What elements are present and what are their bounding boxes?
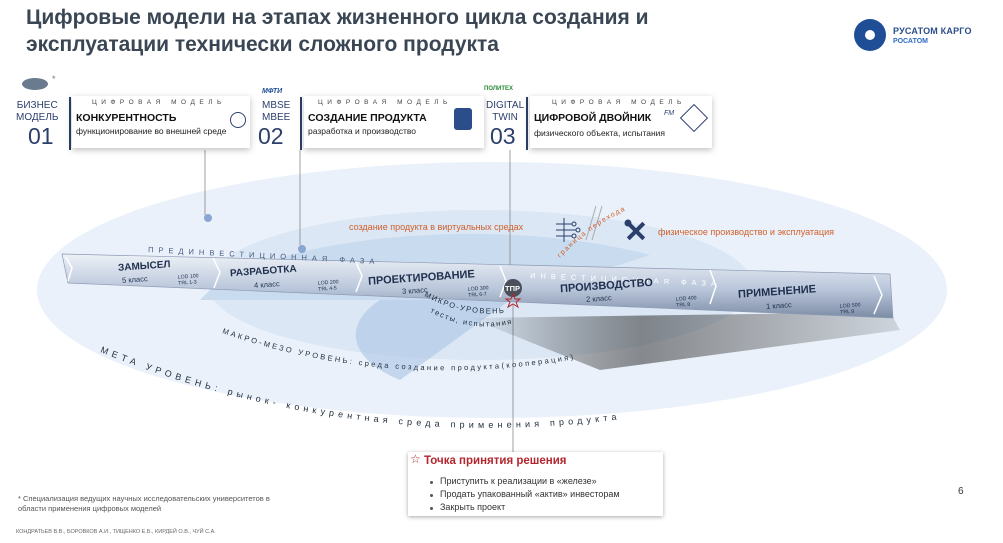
stage-cls-4: 2 класс bbox=[585, 293, 612, 304]
page-title: Цифровые модели на этапах жизненного цик… bbox=[26, 4, 806, 58]
model-03-card: ЦИФРОВАЯ МОДЕЛЬ ЦИФРОВОЙ ДВОЙНИК физичес… bbox=[530, 96, 712, 148]
stage-cls-5: 1 класс bbox=[765, 300, 792, 311]
chevron-sep-4 bbox=[709, 269, 717, 305]
model-02-caption: ЦИФРОВАЯ МОДЕЛЬ bbox=[318, 99, 452, 106]
stage-cls-1: 5 класс bbox=[121, 274, 148, 285]
globe-network-icon bbox=[230, 112, 246, 128]
model-02-number: 02 bbox=[258, 123, 284, 149]
bullet-2 bbox=[430, 494, 433, 497]
logo-sub: РОСАТОМ bbox=[893, 38, 928, 45]
model-02-tag-2: MBEE bbox=[262, 112, 291, 123]
chevron-end bbox=[873, 275, 883, 315]
chevron-sep-1 bbox=[212, 257, 221, 289]
model-03-caption: ЦИФРОВАЯ МОДЕЛЬ bbox=[552, 99, 686, 106]
bar-shadow bbox=[470, 312, 900, 370]
model-03-tag-2: TWIN bbox=[492, 112, 518, 123]
model-01-asterisk: * bbox=[52, 74, 56, 84]
model-03-number: 03 bbox=[490, 123, 516, 149]
model-01-head: КОНКУРЕНТНОСТЬ bbox=[76, 112, 177, 124]
decision-panel bbox=[408, 452, 663, 516]
bullet-3 bbox=[430, 507, 433, 510]
title-line-1: Цифровые модели на этапах жизненного цик… bbox=[26, 6, 649, 29]
model-01-number: 01 bbox=[28, 123, 54, 149]
tpr-star-icon bbox=[504, 292, 522, 309]
chevron-sep-3 bbox=[499, 265, 507, 298]
model-01-tag-2: МОДЕЛЬ bbox=[16, 112, 59, 123]
model-03-logo: ПОЛИТЕХ bbox=[484, 86, 514, 92]
model-01-tag: БИЗНЕС МОДЕЛЬ bbox=[16, 100, 58, 124]
tools-icon bbox=[624, 219, 646, 241]
digital-network-icon bbox=[556, 218, 581, 242]
tpr-marker bbox=[504, 279, 522, 297]
chevron-sep-2 bbox=[355, 261, 363, 293]
model-02-head: СОЗДАНИЕ ПРОДУКТА bbox=[308, 112, 427, 124]
model-03-tag: DIGITAL TWIN bbox=[486, 100, 524, 124]
puzzle-icon bbox=[454, 108, 472, 130]
chevron-start bbox=[65, 256, 73, 282]
transition-slash-2 bbox=[591, 205, 603, 241]
model-02-logo: МФТИ bbox=[262, 88, 283, 95]
lifecycle-bar bbox=[61, 253, 894, 319]
model-03-tag-1: DIGITAL bbox=[486, 100, 525, 111]
title-line-2: эксплуатации технически сложного продукт… bbox=[26, 33, 499, 56]
model-02-tag: MBSE MBEE bbox=[262, 100, 290, 124]
tpr-marker-label: ТПР bbox=[505, 284, 520, 293]
footnote-text: Специализация ведущих научных исследоват… bbox=[18, 494, 270, 513]
transition-slash-1 bbox=[585, 205, 597, 241]
decision-item-1: Приступить к реализации в «железе» bbox=[440, 476, 597, 486]
model-03-head: ЦИФРОВОЙ ДВОЙНИК bbox=[534, 112, 652, 124]
center-sector bbox=[355, 300, 510, 380]
model-03-badge: FM bbox=[664, 110, 675, 117]
model-02-desc: разработка и производство bbox=[308, 126, 417, 136]
bullet-1 bbox=[430, 481, 433, 484]
rosatom-logo-core bbox=[865, 30, 875, 40]
decision-star-icon: ☆ bbox=[410, 452, 421, 466]
decision-item-2: Продать упакованный «актив» инвесторам bbox=[440, 489, 620, 499]
model-01-desc: функционирование во внешней среде bbox=[76, 126, 227, 136]
leader-dot-02 bbox=[298, 245, 306, 253]
model-01-card: ЦИФРОВАЯ МОДЕЛЬ КОНКУРЕНТНОСТЬ функциони… bbox=[72, 96, 250, 148]
model-01-emblem-icon bbox=[22, 78, 48, 90]
authors: КОНДРАТЬЕВ В.В., БОРОВКОВ А.И., ТИЩЕНКО … bbox=[16, 529, 216, 535]
model-01-tag-1: БИЗНЕС bbox=[16, 100, 58, 111]
virtual-label: создание продукта в виртуальных средах bbox=[349, 222, 524, 232]
model-01-caption: ЦИФРОВАЯ МОДЕЛЬ bbox=[92, 99, 226, 106]
cubes-icon bbox=[679, 103, 709, 133]
physical-label: физическое производство и эксплуатация bbox=[658, 227, 834, 237]
decision-title: Точка принятия решения bbox=[424, 455, 567, 467]
decision-item-3: Закрыть проект bbox=[440, 502, 506, 512]
model-02-card: ЦИФРОВАЯ МОДЕЛЬ СОЗДАНИЕ ПРОДУКТА разраб… bbox=[304, 96, 484, 148]
stage-cls-2: 4 класс bbox=[253, 279, 280, 290]
stage-cls-3: 3 класс bbox=[401, 285, 428, 296]
page-number: 6 bbox=[958, 486, 964, 497]
logo-name: РУСАТОМ КАРГО bbox=[893, 26, 972, 36]
leader-dot-01 bbox=[204, 214, 212, 222]
model-02-tag-1: MBSE bbox=[262, 100, 291, 111]
model-03-desc: физического объекта, испытания bbox=[534, 128, 666, 138]
footnote-mark: * bbox=[18, 494, 21, 503]
footnote: * Специализация ведущих научных исследов… bbox=[18, 494, 278, 514]
